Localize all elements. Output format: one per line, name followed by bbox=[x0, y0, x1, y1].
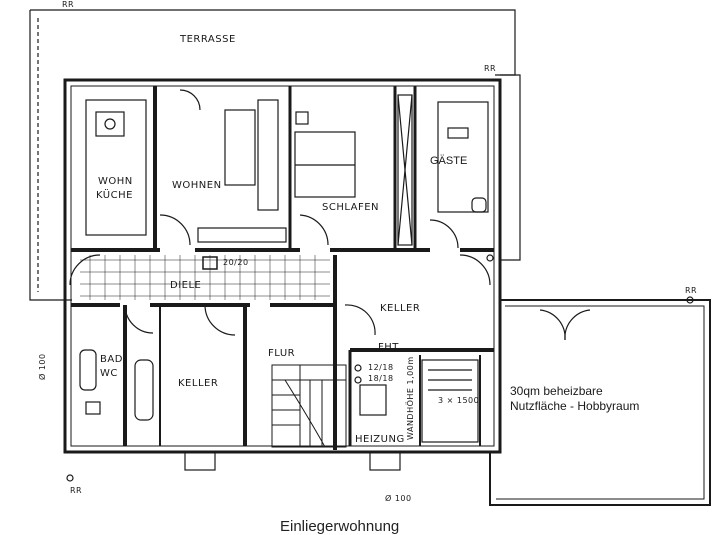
sofa bbox=[224, 109, 256, 186]
right-ramp bbox=[500, 74, 521, 261]
plan-caption: Einliegerwohnung bbox=[280, 518, 400, 535]
label-window: 3 × 1500 bbox=[438, 396, 480, 405]
label-keller-left: KELLER bbox=[178, 378, 219, 389]
door-arc-1 bbox=[159, 214, 191, 246]
bathtub bbox=[134, 359, 154, 421]
door-arc-6 bbox=[204, 304, 236, 336]
label-chimney: 20/20 bbox=[223, 258, 249, 267]
label-diele: DIELE bbox=[170, 280, 202, 291]
label-rr-top: RR bbox=[62, 0, 75, 9]
door-arc-11 bbox=[179, 89, 201, 111]
staircase bbox=[271, 364, 347, 448]
door-arc-9 bbox=[539, 309, 566, 341]
label-wohnen: WOHNEN bbox=[172, 180, 222, 191]
door-arc-3 bbox=[429, 219, 459, 249]
label-dim-bottom: Ø 100 bbox=[385, 494, 412, 503]
wardrobe bbox=[397, 94, 413, 246]
door-arc-5 bbox=[124, 304, 154, 334]
annex-outline bbox=[489, 299, 711, 506]
label-terrasse: TERRASSE bbox=[180, 34, 236, 45]
label-wohnkueche-1: WOHN bbox=[98, 176, 133, 187]
label-gaeste: GÄSTE bbox=[430, 155, 468, 167]
door-arc-4 bbox=[69, 254, 101, 286]
label-stairs-1: 12/18 bbox=[368, 363, 394, 372]
guest-bed bbox=[437, 101, 489, 213]
door-arc-10 bbox=[564, 309, 591, 341]
door-arc-7 bbox=[344, 304, 376, 336]
label-heizung: HEIZUNG bbox=[355, 434, 405, 445]
label-wohnkueche-2: KÜCHE bbox=[96, 190, 133, 201]
label-rr-far-right: RR bbox=[685, 286, 698, 295]
kitchen-counter bbox=[85, 99, 147, 236]
note-line-2: Nutzfläche - Hobbyraum bbox=[510, 399, 640, 413]
label-stairs-2: 18/18 bbox=[368, 374, 394, 383]
label-bad-1: BAD/ bbox=[100, 354, 127, 365]
label-rr-right: RR bbox=[484, 64, 497, 73]
diele-tiles bbox=[80, 255, 330, 300]
label-keller-right: KELLER bbox=[380, 303, 421, 314]
label-fht: FHT bbox=[378, 342, 399, 353]
label-flur: FLUR bbox=[268, 348, 296, 359]
light-well-2 bbox=[369, 451, 401, 471]
label-wandhoehe: WANDHÖHE 1,00m bbox=[406, 356, 415, 440]
label-rr-bottom: RR bbox=[70, 486, 83, 495]
door-arc-2 bbox=[299, 214, 329, 246]
label-bad-2: WC bbox=[100, 368, 118, 379]
label-schlafen: SCHLAFEN bbox=[322, 202, 380, 213]
door-arc-8 bbox=[459, 254, 491, 286]
outer-wall bbox=[63, 78, 502, 454]
light-well-1 bbox=[184, 451, 216, 471]
boiler bbox=[359, 384, 387, 416]
label-dim-left: Ø 100 bbox=[38, 353, 47, 380]
chimney bbox=[202, 256, 218, 270]
note-line-1: 30qm beheizbare bbox=[510, 384, 603, 398]
